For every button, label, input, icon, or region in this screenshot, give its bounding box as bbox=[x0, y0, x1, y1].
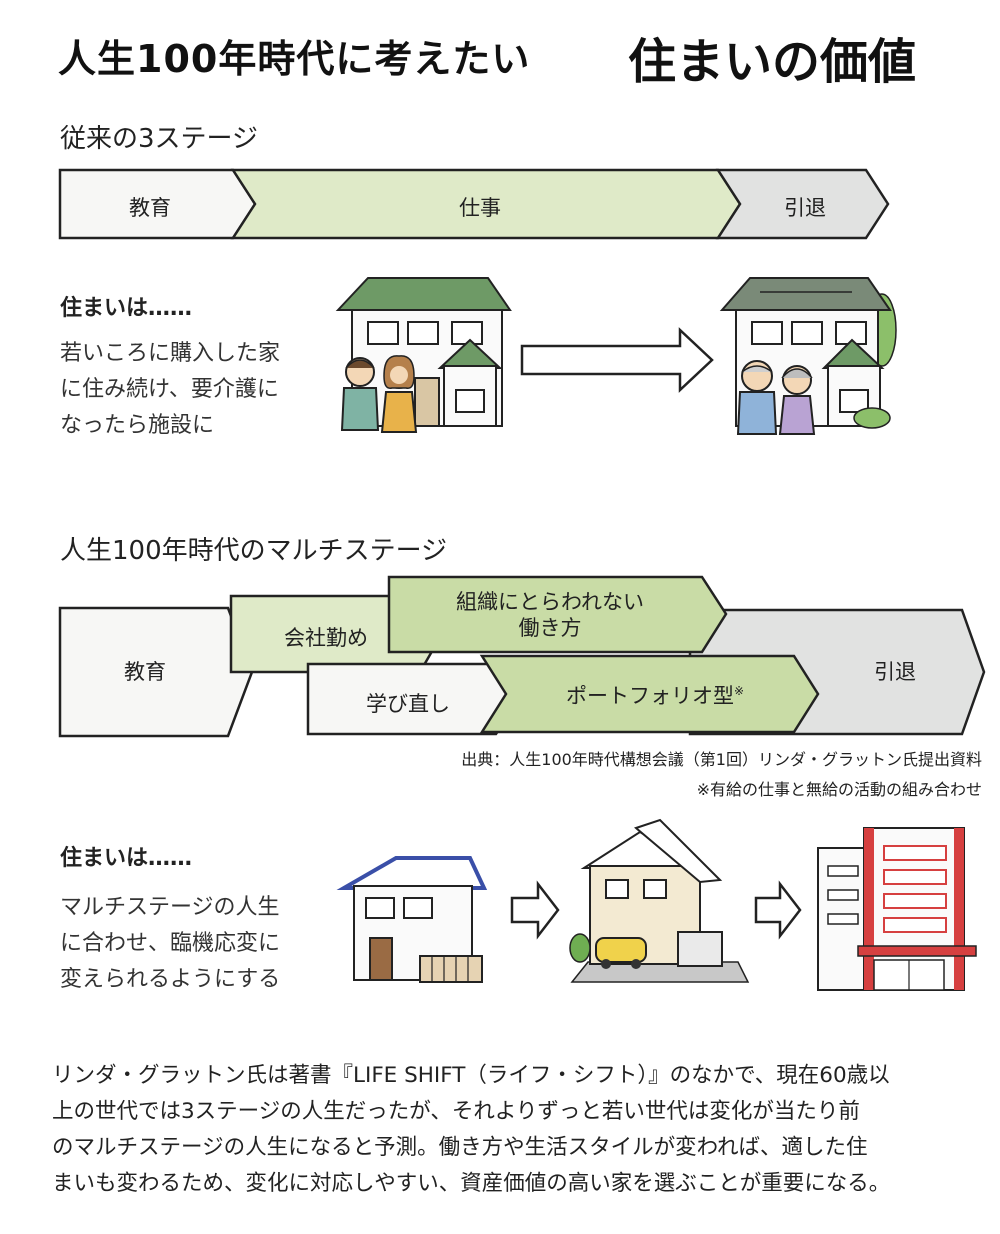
multistage-heading: 人生100年時代のマルチステージ bbox=[60, 536, 448, 566]
desc-line: マルチステージの人生 bbox=[60, 895, 280, 920]
stage-retire-shape bbox=[715, 168, 890, 240]
ms-label-relearn: 学び直し bbox=[366, 692, 450, 716]
source-citation: 出典：人生100年時代構想会議（第1回）リンダ・グラットン氏提出資料 bbox=[461, 750, 982, 769]
traditional-stage-bar bbox=[58, 168, 890, 240]
desc-line: に住み続け、要介護に bbox=[60, 377, 279, 402]
ms-label-unbound-line2: 働き方 bbox=[518, 616, 582, 640]
page-title-prefix: 人生100年時代に考えたい bbox=[58, 37, 531, 81]
multistage-housing-heading: 住まいは…… bbox=[60, 846, 193, 871]
house-young-couple-illustration bbox=[335, 277, 512, 433]
arrow-right-small-icon-2 bbox=[754, 880, 802, 940]
summary-line: まいも変わるため、変化に対応しやすい、資産価値の高い家を選ぶことが重要になる。 bbox=[52, 1171, 891, 1196]
summary-line: のマルチステージの人生になると予測。働き方や生活スタイルが変われば、適した住 bbox=[52, 1135, 868, 1160]
ms-label-unbound: 組織にとらわれない 働き方 bbox=[400, 589, 700, 641]
house-elderly-couple-illustration bbox=[719, 277, 897, 435]
summary-line: リンダ・グラットン氏は著書『LIFE SHIFT（ライフ・シフト）』のなかで、現… bbox=[52, 1063, 890, 1088]
ms-label-portfolio-text: ポートフォリオ型 bbox=[565, 684, 734, 708]
multistage-housing-description: マルチステージの人生 に合わせ、臨機応変に 変えられるようにする bbox=[60, 890, 280, 998]
arrow-right-small-icon bbox=[510, 880, 560, 940]
ms-label-portfolio: ポートフォリオ型※ bbox=[510, 680, 800, 710]
ms-label-retire: 引退 bbox=[874, 660, 916, 684]
desc-line: に合わせ、臨機応変に bbox=[60, 931, 281, 956]
stage-label-education: 教育 bbox=[129, 196, 171, 220]
summary-line: 上の世代では3ステージの人生だったが、それよりずっと若い世代は変化が当たり前 bbox=[52, 1099, 860, 1124]
care-facility-building-illustration bbox=[817, 827, 977, 991]
ms-portfolio-shape bbox=[479, 654, 820, 734]
multistage-diagram bbox=[58, 575, 986, 738]
traditional-housing-description: 若いころに購入した家 に住み続け、要介護に なったら施設に bbox=[60, 336, 280, 444]
stage-label-work: 仕事 bbox=[459, 196, 501, 220]
stage-label-retire: 引退 bbox=[784, 196, 826, 220]
house-with-car-illustration bbox=[569, 818, 750, 983]
footnote: ※有給の仕事と無給の活動の組み合わせ bbox=[696, 780, 982, 799]
summary-paragraph: リンダ・グラットン氏は著書『LIFE SHIFT（ライフ・シフト）』のなかで、現… bbox=[52, 1058, 992, 1202]
page-title-main: 住まいの価値 bbox=[628, 34, 917, 90]
ms-unbound-shape bbox=[387, 575, 728, 654]
traditional-housing-heading: 住まいは…… bbox=[60, 296, 193, 321]
desc-line: なったら施設に bbox=[60, 413, 215, 438]
footnote-mark: ※ bbox=[733, 684, 745, 698]
ms-education-shape bbox=[58, 606, 254, 738]
ms-label-education: 教育 bbox=[124, 660, 166, 684]
desc-line: 変えられるようにする bbox=[60, 967, 281, 992]
arrow-right-icon bbox=[520, 327, 714, 393]
traditional-heading: 従来の3ステージ bbox=[60, 124, 259, 154]
ms-label-company: 会社勤め bbox=[284, 626, 368, 650]
ms-label-unbound-line1: 組織にとらわれない bbox=[456, 590, 644, 614]
desc-line: 若いころに購入した家 bbox=[60, 341, 281, 366]
house-simple-illustration bbox=[336, 856, 488, 983]
